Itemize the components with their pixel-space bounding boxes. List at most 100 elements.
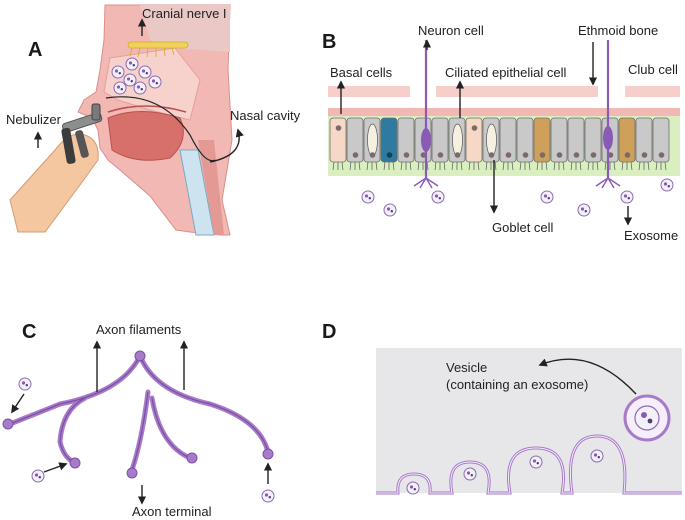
panel-a-letter: A xyxy=(28,39,42,61)
label-ethmoid-bone: Ethmoid bone xyxy=(578,23,658,38)
cell-nucleus xyxy=(403,152,410,158)
cell-nucleus xyxy=(471,125,478,131)
epithelial-cell xyxy=(465,117,483,163)
label-exosome: Exosome xyxy=(624,228,678,243)
nebulizer-device xyxy=(61,103,103,164)
cilium xyxy=(604,161,607,171)
goblet-granules xyxy=(486,123,497,157)
panel-d: D Vesicle (containing an exosome) xyxy=(322,321,682,505)
epithelial-cell xyxy=(329,117,347,163)
cell-nucleus xyxy=(539,152,546,158)
panel-c-letter: C xyxy=(22,321,36,343)
panel-b-letter: B xyxy=(322,31,336,53)
cilium xyxy=(587,161,590,171)
label-cranial-nerve: Cranial nerve I xyxy=(142,6,227,21)
cilium xyxy=(434,161,437,171)
label-nasal-cavity: Nasal cavity xyxy=(230,108,301,123)
neuron-left xyxy=(413,40,439,189)
cilium xyxy=(579,161,582,171)
cell-nucleus xyxy=(590,152,597,158)
cilium xyxy=(528,161,531,171)
cilium xyxy=(655,161,658,171)
goblet-granules xyxy=(367,123,378,157)
cell-nucleus xyxy=(658,152,665,158)
ethmoid-bone-left xyxy=(328,86,410,97)
label-axon-terminal: Axon terminal xyxy=(132,504,212,519)
cilium xyxy=(375,161,378,171)
cilium xyxy=(409,161,412,171)
axon-endpoints xyxy=(2,350,274,479)
cilium xyxy=(511,161,514,171)
cilium xyxy=(553,161,556,171)
cilium xyxy=(358,161,361,171)
cell-nucleus xyxy=(556,152,563,158)
tongue xyxy=(107,111,184,161)
cell-nucleus xyxy=(624,152,631,158)
cilium xyxy=(392,161,395,171)
cell-nucleus xyxy=(641,152,648,158)
cilium xyxy=(494,161,497,171)
panel-b: B Neuron cell Ethmoid b xyxy=(322,23,680,243)
label-basal-cells: Basal cells xyxy=(330,65,393,80)
cilium xyxy=(570,161,573,171)
cilium xyxy=(647,161,650,171)
cilium xyxy=(562,161,565,171)
cilium xyxy=(519,161,522,171)
label-nebulizer: Nebulizer xyxy=(6,112,62,127)
label-axon-filaments: Axon filaments xyxy=(96,322,182,337)
cilium xyxy=(502,161,505,171)
cilium xyxy=(332,161,335,171)
cell-nucleus xyxy=(352,152,359,158)
label-neuron-cell: Neuron cell xyxy=(418,23,484,38)
cilium xyxy=(460,161,463,171)
cell-nucleus xyxy=(522,152,529,158)
cilium xyxy=(383,161,386,171)
cilium xyxy=(468,161,471,171)
cranium xyxy=(140,5,230,52)
ethmoid-bone-right xyxy=(625,86,680,97)
cilium xyxy=(443,161,446,171)
cell-nucleus xyxy=(505,152,512,158)
olfactory-fibers xyxy=(129,47,175,58)
cilium xyxy=(630,161,633,171)
panel-c: C Axon filaments Axo xyxy=(2,321,275,519)
cell-nucleus xyxy=(437,152,444,158)
free-vesicle xyxy=(623,394,671,442)
panel-d-letter: D xyxy=(322,321,336,343)
exosomes-b xyxy=(361,178,674,217)
olfactory-bulb xyxy=(127,41,189,49)
goblet-granules xyxy=(452,123,463,157)
cilium xyxy=(613,161,616,171)
extracellular-area xyxy=(376,493,682,505)
plasma-membrane-inner xyxy=(376,435,682,494)
cilium xyxy=(621,161,624,171)
cilium xyxy=(417,161,420,171)
cell-nucleus xyxy=(369,152,376,158)
cell-nucleus xyxy=(454,152,461,158)
cell-nucleus xyxy=(386,152,393,158)
label-club-cell: Club cell xyxy=(628,62,678,77)
ethmoid-bone-mid xyxy=(436,86,598,97)
label-vesicle-line2: (containing an exosome) xyxy=(446,377,588,392)
axon-tree xyxy=(7,353,271,473)
label-goblet-cell: Goblet cell xyxy=(492,220,554,235)
neuron-right xyxy=(595,40,621,189)
epithelial-cells xyxy=(329,117,670,171)
esophagus xyxy=(198,140,224,235)
cilium xyxy=(545,161,548,171)
cilium xyxy=(596,161,599,171)
cilium xyxy=(536,161,539,171)
cilium xyxy=(400,161,403,171)
cilium xyxy=(638,161,641,171)
cilium xyxy=(426,161,429,171)
panel-a: A xyxy=(6,4,301,236)
cell-nucleus xyxy=(488,152,495,158)
cell-nucleus xyxy=(335,125,342,131)
cell-nucleus xyxy=(573,152,580,158)
cilium xyxy=(451,161,454,171)
nasal-route xyxy=(105,96,216,162)
cilium xyxy=(349,161,352,171)
cilium xyxy=(477,161,480,171)
cilium xyxy=(485,161,488,171)
